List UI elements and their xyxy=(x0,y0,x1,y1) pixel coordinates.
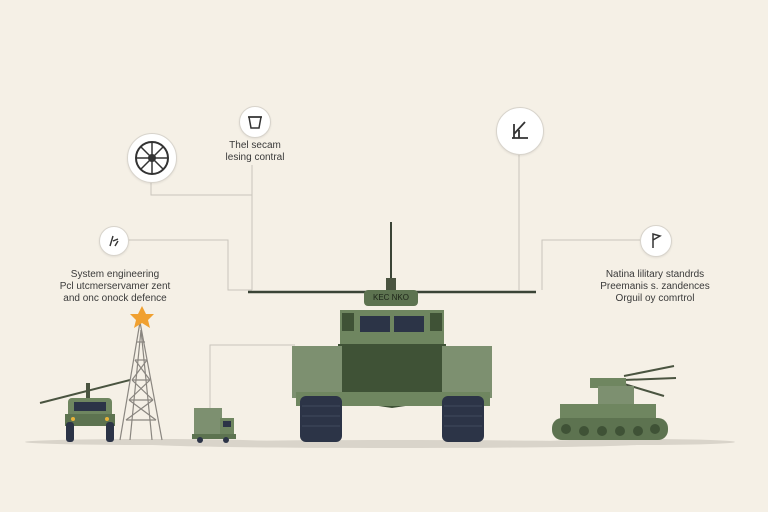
left-label-line1: System engineering xyxy=(70,269,160,280)
signal-icon xyxy=(496,107,544,155)
right-label-line2: Preemanis s. zandences xyxy=(600,281,710,292)
connector-right xyxy=(541,239,640,290)
left-label: System engineering Pcl utcmerservamer ze… xyxy=(50,269,180,305)
document-icon xyxy=(99,226,129,256)
right-label-line1: Natina lilitary standrds xyxy=(605,269,705,280)
connector-truck xyxy=(209,344,295,410)
top-center-label-line2: lesing contral xyxy=(225,152,285,163)
supply-truck xyxy=(192,408,236,443)
connector-lines xyxy=(127,153,640,410)
right-tank xyxy=(552,365,677,440)
crosshair-icon xyxy=(127,133,177,183)
cup-icon xyxy=(239,106,271,138)
left-label-line2: Pcl utcmerservamer zent xyxy=(59,281,171,292)
connector-left xyxy=(127,239,252,291)
signal-tower xyxy=(119,306,163,441)
top-center-label: Thel secam lesing contral xyxy=(210,140,300,164)
top-center-label-line1: Thel secam xyxy=(229,140,281,151)
flag-icon xyxy=(640,225,672,257)
central-armored-vehicle xyxy=(248,222,536,442)
small-rotor-vehicle xyxy=(39,379,131,442)
right-label-line3: Orguil oy comrtrol xyxy=(615,293,695,304)
left-label-line3: and onc onock defence xyxy=(63,293,167,304)
right-label: Natina lilitary standrds Preemanis s. za… xyxy=(585,269,725,305)
vehicle-plate: KEC NKO xyxy=(372,293,409,302)
ground-shadows xyxy=(25,439,735,448)
